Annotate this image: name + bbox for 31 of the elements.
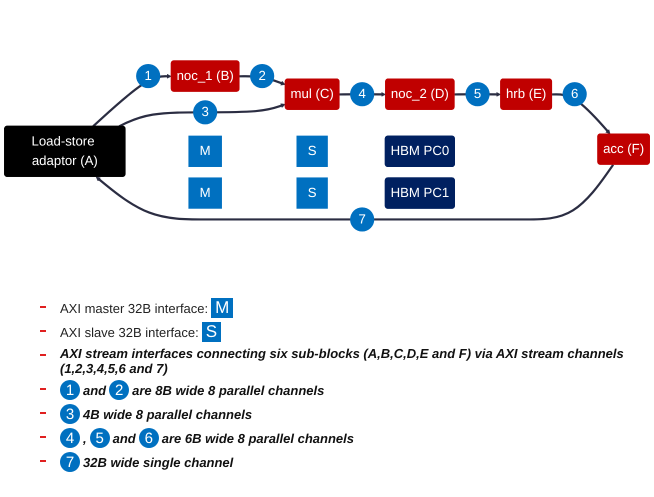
legend-text: are 8B wide 8 parallel channels [132,382,324,398]
node-box: M [188,136,222,167]
node-box: S [296,177,328,209]
legend-text: AXI slave 32B interface: [60,324,199,340]
legend-text: and [83,382,106,398]
legend-text: 4B wide 8 parallel channels [83,406,252,422]
legend-text: are 6B wide 8 parallel channels [162,430,354,446]
channel-number-badge: 7 [350,207,374,232]
channel-number-badge: 6 [562,82,587,106]
channel-number-badge: 1 [60,380,80,400]
channel-number-badge: 2 [250,64,274,88]
channel-number-badge: 5 [466,82,490,106]
channel-number-badge: 1 [136,64,160,88]
legend-text: 32B wide single channel [83,454,234,470]
legend-text: and [112,430,136,446]
channel-number-badge: 4 [350,82,374,106]
legend-text: AXI stream interfaces connecting six sub-blocks (A,B,C,D,E and F) via AXI stream channels (1,2,3,4,5,6 and 7) [60,346,625,376]
legend-text: , [83,430,87,446]
arrow [96,164,614,221]
channel-number-badge: 3 [193,100,218,124]
channel-number-badge: 2 [109,380,130,400]
channel-number-badge: 5 [90,428,110,448]
node-box: S [296,136,328,167]
node-box: M [188,177,222,209]
legend-text: AXI master 32B interface: [60,300,208,316]
channel-number-badge: 4 [60,428,80,448]
channel-number-badge: 7 [60,452,80,472]
interface-badge: M [211,298,234,318]
channel-number-badge: 3 [60,404,80,424]
channel-number-badge: 6 [138,428,159,448]
interface-badge: S [202,322,222,342]
